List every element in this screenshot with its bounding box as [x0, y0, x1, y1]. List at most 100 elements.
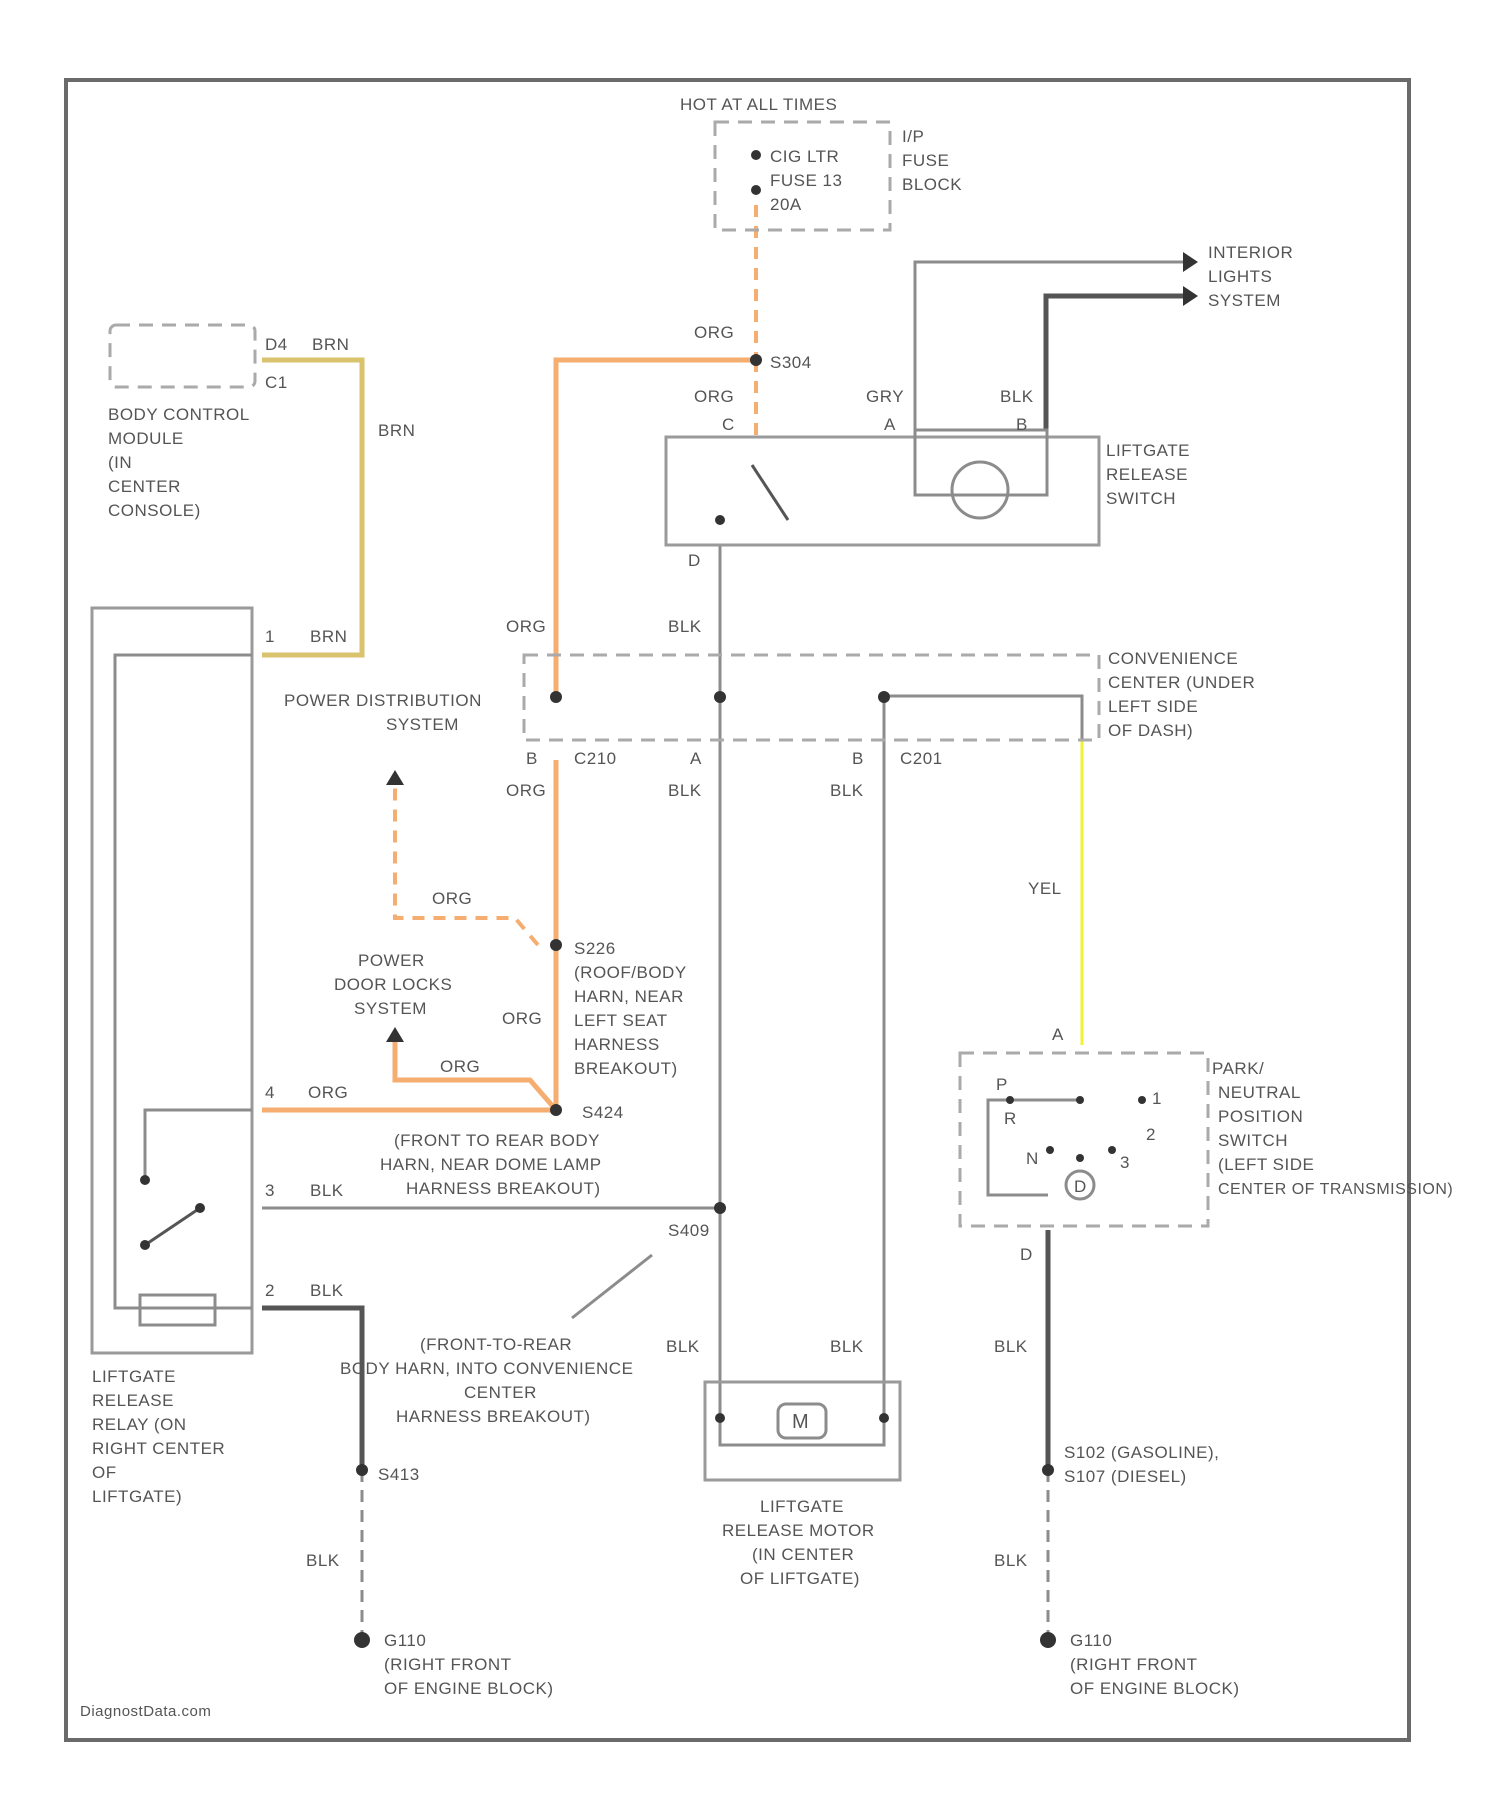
arrow-pds [386, 770, 404, 785]
label-s413: S413 [378, 1465, 420, 1484]
label-bcm-pin: D4 [265, 335, 288, 354]
label-s226-3: HARN, NEAR [574, 987, 684, 1006]
wire-blk-c201-motor [884, 696, 1082, 1418]
wire-org-to-pds [395, 785, 538, 945]
label-wire-blk-mid: BLK [668, 617, 702, 636]
dot-motor-r [879, 1413, 889, 1423]
label-tr-n: N [1026, 1149, 1039, 1168]
label-g110-3: OF ENGINE BLOCK) [384, 1679, 554, 1698]
label-wire-blk-c210: BLK [668, 781, 702, 800]
label-wire-yel: YEL [1028, 879, 1062, 898]
label-relay-pin2: 2 [265, 1281, 275, 1300]
label-pds-2: SYSTEM [386, 715, 459, 734]
label-lrs-1: LIFTGATE [1106, 441, 1190, 460]
leader-line-f2r [572, 1255, 652, 1318]
label-s424-3: HARNESS BREAKOUT) [406, 1179, 601, 1198]
dot-park-4 [1076, 1154, 1084, 1162]
label-motor-3: (IN CENTER [752, 1545, 854, 1564]
label-relay-4: RIGHT CENTER [92, 1439, 225, 1458]
label-relay-pin1: 1 [265, 627, 275, 646]
label-f2r-1: (FRONT-TO-REAR [420, 1335, 572, 1354]
dot-s226 [550, 939, 562, 951]
label-relay-6: LIFTGATE) [92, 1487, 182, 1506]
label-s226-5: HARNESS [574, 1035, 660, 1054]
label-tr-d: D [1074, 1177, 1087, 1196]
switch-blade [752, 465, 788, 520]
label-g110-2: (RIGHT FRONT [384, 1655, 512, 1674]
wire-blk-relay2 [262, 1308, 362, 1470]
label-motor-4: OF LIFTGATE) [740, 1569, 860, 1588]
label-f2r-3: CENTER [464, 1383, 537, 1402]
relay-inner-wire [115, 655, 252, 1308]
dot-motor-l [715, 1413, 725, 1423]
label-tr-p: P [996, 1075, 1008, 1094]
label-park-4: SWITCH [1218, 1131, 1288, 1150]
label-bcm-4: CENTER [108, 477, 181, 496]
label-wire-org-c: ORG [694, 387, 734, 406]
dot-park-2 [1076, 1096, 1084, 1104]
label-g110r-2: (RIGHT FRONT [1070, 1655, 1198, 1674]
label-tr-1: 1 [1152, 1089, 1162, 1108]
label-wire-blk-s102: BLK [994, 1551, 1028, 1570]
label-s424-1: (FRONT TO REAR BODY [394, 1131, 600, 1150]
label-bcm-conn: C1 [265, 373, 288, 392]
label-pdl-2: DOOR LOCKS [334, 975, 452, 994]
label-pin-c: C [722, 415, 735, 434]
dot-s304 [750, 354, 762, 366]
label-motor-1: LIFTGATE [760, 1497, 844, 1516]
label-cc-4: OF DASH) [1108, 721, 1193, 740]
diagram-frame [66, 80, 1409, 1740]
label-wire-brn-relay: BRN [310, 627, 347, 646]
label-fuse-1: CIG LTR [770, 147, 839, 166]
label-pin-b-c210: B [526, 749, 538, 768]
label-park-6: CENTER OF TRANSMISSION) [1218, 1181, 1453, 1198]
label-ilights-1: INTERIOR [1208, 243, 1293, 262]
label-s226-1: S226 [574, 939, 616, 958]
dot-s600 [714, 1202, 726, 1214]
label-wire-gry: GRY [866, 387, 904, 406]
label-s102-2: S107 (DIESEL) [1064, 1467, 1187, 1486]
label-bcm-2: MODULE [108, 429, 184, 448]
bcm-box [110, 325, 255, 387]
label-wire-org-top: ORG [694, 323, 734, 342]
label-watermark: DiagnostData.com [80, 1703, 211, 1720]
label-fuse-2: FUSE 13 [770, 171, 842, 190]
label-wire-blk-motor-l: BLK [666, 1337, 700, 1356]
wire-blk-interior-lights [1046, 296, 1183, 430]
label-ip-1: I/P [902, 127, 924, 146]
label-s424-2: HARN, NEAR DOME LAMP [380, 1155, 602, 1174]
label-cc-3: LEFT SIDE [1108, 697, 1198, 716]
label-s102-1: S102 (GASOLINE), [1064, 1443, 1219, 1462]
label-g110r-1: G110 [1070, 1631, 1112, 1650]
dot-fuse-bot [751, 185, 761, 195]
dot-g110-right [1040, 1632, 1056, 1648]
label-f2r-2: BODY HARN, INTO CONVENIENCE [340, 1359, 633, 1378]
label-fuse-3: 20A [770, 195, 802, 214]
label-relay-1: LIFTGATE [92, 1367, 176, 1386]
label-tr-r: R [1004, 1109, 1017, 1128]
dot-switch-d [715, 515, 725, 525]
label-bcm-5: CONSOLE) [108, 501, 201, 520]
dot-cc-right [878, 691, 890, 703]
label-s600: S409 [668, 1221, 710, 1240]
label-wire-blk-s413: BLK [306, 1551, 340, 1570]
label-c201: C201 [900, 749, 943, 768]
arrow-interior-lights-2 [1183, 286, 1198, 306]
relay-blade [145, 1208, 200, 1245]
label-wire-blk-relay2: BLK [310, 1281, 344, 1300]
wire-org-s304-left [556, 360, 756, 697]
dot-g110-left [354, 1632, 370, 1648]
dot-relay-c [195, 1203, 205, 1213]
label-relay-2: RELEASE [92, 1391, 174, 1410]
dot-fuse-top [751, 150, 761, 160]
relay-inner-wire-2 [145, 1110, 252, 1180]
dot-relay-a [140, 1175, 150, 1185]
dot-s102 [1042, 1464, 1054, 1476]
label-wire-org-pdl: ORG [440, 1057, 480, 1076]
label-park-2: NEUTRAL [1218, 1083, 1301, 1102]
label-wire-org-mid: ORG [506, 617, 546, 636]
label-cc-1: CONVENIENCE [1108, 649, 1238, 668]
label-wire-blk-motor-r: BLK [830, 1337, 864, 1356]
label-wire-blk-relay3: BLK [310, 1181, 344, 1200]
dot-cc-left [550, 691, 562, 703]
